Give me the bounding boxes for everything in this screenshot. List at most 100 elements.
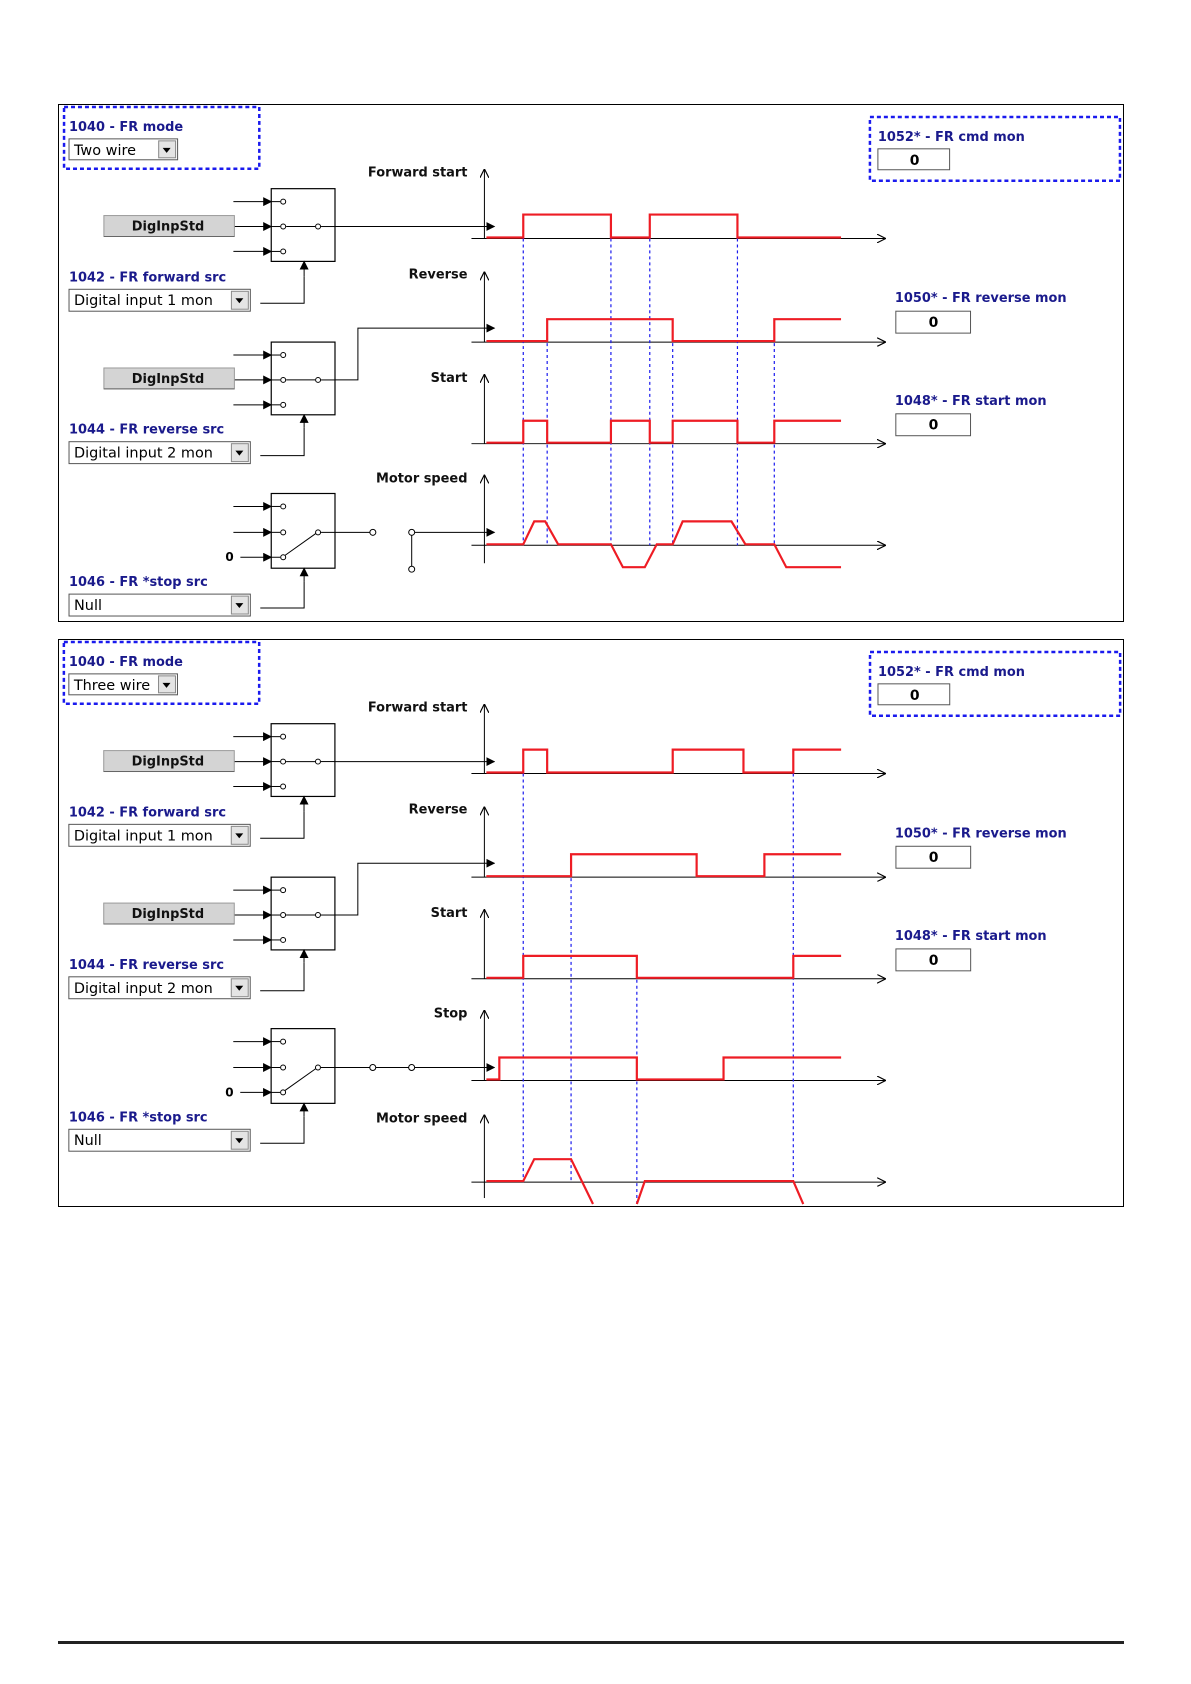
reverse-signal-line — [334, 323, 496, 381]
chevron-down-icon — [235, 450, 244, 456]
svg-text:DigInpStd: DigInpStd — [132, 220, 204, 235]
two-wire-diagram-panel: 1040 - FR mode Two wire 1052* - FR cmd m… — [58, 104, 1124, 622]
chevron-down-icon — [162, 682, 171, 688]
forward-selector — [233, 188, 336, 304]
cmd-mon-group-box — [868, 650, 1122, 717]
start-mon-label: 1048* - FR start mon — [895, 929, 1047, 944]
mode-select[interactable]: Three wire — [68, 673, 178, 696]
chevron-down-icon — [235, 985, 244, 991]
trace-label-motor-speed: Motor speed — [376, 1111, 468, 1126]
forward-src-select[interactable]: Digital input 1 mon — [68, 823, 251, 847]
stop-switch — [408, 527, 496, 573]
reverse-mon-field — [895, 845, 972, 869]
stop-selector — [233, 1028, 496, 1144]
start-mon-field — [895, 413, 972, 437]
timing-markers — [522, 214, 775, 546]
trace-label-forward-start: Forward start — [368, 166, 468, 181]
reverse-digin-button[interactable]: DigInpStd — [103, 367, 235, 390]
trace-stop — [486, 1056, 842, 1081]
stop-src-value: Null — [74, 1133, 102, 1149]
reverse-digin-button[interactable]: DigInpStd — [103, 902, 235, 925]
cmd-mon-label: 1052* - FR cmd mon — [878, 665, 1025, 680]
stop-const-zero: 0 — [225, 550, 233, 564]
chevron-down-icon — [235, 298, 244, 304]
mode-select-value: Two wire — [73, 143, 136, 159]
stop-src-label: 1046 - FR *stop src — [69, 575, 208, 590]
stop-src-select[interactable]: Null — [68, 1128, 251, 1152]
forward-src-label: 1042 - FR forward src — [69, 805, 226, 820]
cmd-mon-label: 1052* - FR cmd mon — [878, 130, 1025, 145]
start-mon-field — [895, 948, 972, 972]
trace-label-reverse: Reverse — [409, 802, 468, 817]
trace-reverse — [486, 318, 842, 343]
svg-text:DigInpStd: DigInpStd — [132, 755, 204, 770]
trace-label-motor-speed: Motor speed — [376, 472, 468, 487]
trace-label-start: Start — [431, 371, 468, 386]
two-wire-diagram: 1040 - FR mode Two wire 1052* - FR cmd m… — [62, 105, 1122, 617]
reverse-mon-label: 1050* - FR reverse mon — [895, 291, 1067, 306]
start-mon-value: 0 — [929, 418, 939, 434]
reverse-src-value: Digital input 2 mon — [74, 446, 213, 462]
cmd-mon-value: 0 — [910, 153, 920, 169]
signal-traces — [486, 213, 842, 569]
reverse-src-select[interactable]: Digital input 2 mon — [68, 441, 251, 465]
trace-label-stop: Stop — [434, 1007, 468, 1022]
stop-src-label: 1046 - FR *stop src — [69, 1110, 208, 1125]
mode-label: 1040 - FR mode — [69, 120, 183, 135]
cmd-mon-field — [877, 683, 951, 706]
trace-label-start: Start — [431, 906, 468, 921]
reverse-mon-value: 0 — [929, 850, 939, 866]
start-mon-value: 0 — [929, 953, 939, 969]
trace-label-reverse: Reverse — [409, 267, 468, 282]
three-wire-diagram-panel: 1040 - FR mode Three wire 1052* - FR cmd… — [58, 639, 1124, 1207]
reverse-src-value: Digital input 2 mon — [74, 981, 213, 997]
timing-axes — [471, 705, 885, 1199]
timing-axes — [471, 170, 884, 564]
trace-reverse — [486, 853, 842, 878]
svg-text:DigInpStd: DigInpStd — [132, 372, 204, 387]
forward-digin-button[interactable]: DigInpStd — [103, 215, 235, 237]
svg-text:DigInpStd: DigInpStd — [132, 907, 204, 922]
stop-const-zero: 0 — [225, 1085, 233, 1099]
trace-label-forward-start: Forward start — [368, 701, 468, 716]
trace-motor-speed — [486, 1158, 594, 1205]
stop-src-value: Null — [74, 598, 102, 614]
footer-rule — [58, 1641, 1124, 1644]
signal-traces — [486, 748, 842, 1205]
chevron-down-icon — [162, 147, 171, 153]
reverse-mon-field — [895, 310, 972, 334]
reverse-selector — [233, 876, 336, 992]
reverse-signal-line — [334, 858, 496, 916]
mode-label: 1040 - FR mode — [69, 655, 183, 670]
stop-selector — [233, 492, 377, 609]
mode-group-box — [62, 640, 261, 706]
stop-src-select[interactable]: Null — [68, 593, 251, 617]
mode-select[interactable]: Two wire — [68, 138, 179, 161]
reverse-src-label: 1044 - FR reverse src — [69, 423, 224, 438]
reverse-src-label: 1044 - FR reverse src — [69, 958, 224, 973]
forward-src-label: 1042 - FR forward src — [69, 270, 226, 285]
trace-start — [486, 419, 842, 444]
mode-group-box — [62, 105, 261, 170]
forward-src-select[interactable]: Digital input 1 mon — [68, 288, 251, 312]
reverse-mon-value: 0 — [929, 315, 939, 331]
reverse-selector — [233, 341, 336, 457]
cmd-mon-group-box — [868, 115, 1122, 182]
trace-motor-speed-recover — [635, 1179, 805, 1205]
forward-selector — [233, 723, 336, 839]
reverse-src-select[interactable]: Digital input 2 mon — [68, 976, 251, 1000]
trace-motor-speed — [486, 520, 842, 569]
forward-src-value: Digital input 1 mon — [74, 293, 213, 309]
cmd-mon-value: 0 — [910, 688, 920, 704]
forward-digin-button[interactable]: DigInpStd — [103, 750, 235, 773]
chevron-down-icon — [235, 603, 244, 609]
chevron-down-icon — [235, 833, 244, 839]
reverse-mon-label: 1050* - FR reverse mon — [895, 826, 1067, 841]
start-mon-label: 1048* - FR start mon — [895, 394, 1047, 409]
three-wire-diagram: 1040 - FR mode Three wire 1052* - FR cmd… — [62, 640, 1122, 1205]
mode-select-value: Three wire — [73, 678, 150, 694]
trace-start — [486, 954, 842, 979]
trace-forward-start — [486, 748, 842, 774]
trace-forward-start — [486, 213, 842, 239]
forward-src-value: Digital input 1 mon — [74, 828, 213, 844]
